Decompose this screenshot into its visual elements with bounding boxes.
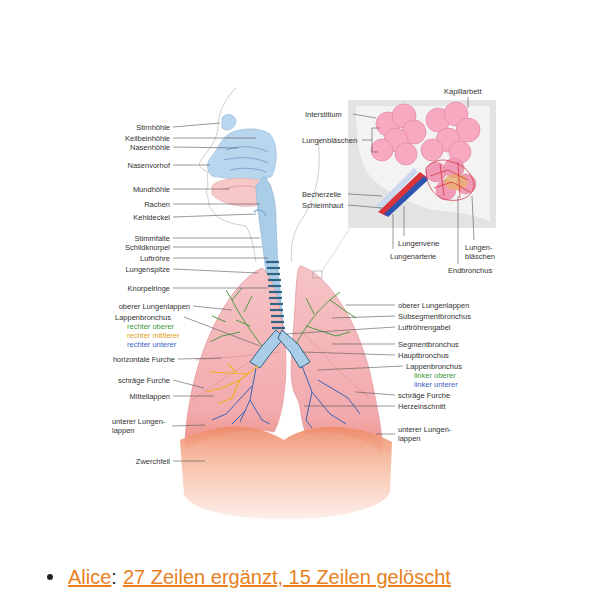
part-label: oberer Lungenlappen: [119, 302, 190, 311]
diff-link: 27 Zeilen ergänzt, 15 Zeilen gelöscht: [123, 565, 451, 589]
part-label: Lungenbläschen: [302, 136, 357, 145]
part-label: Nasenvorhof: [127, 161, 170, 170]
legend-like-label: linker oberer: [414, 371, 456, 380]
part-label: Endbronchus: [448, 266, 492, 275]
part-label: Lappenbronchus: [406, 362, 462, 371]
part-label: Mundhöhle: [133, 185, 170, 194]
separator: :: [111, 565, 117, 589]
author-link: Alice: [68, 565, 111, 589]
part-label: Lappenbronchus: [115, 313, 171, 322]
part-label: Schleimhaut: [302, 201, 343, 210]
part-label: horizontale Furche: [113, 355, 175, 364]
part-label: Hauptbronchus: [398, 351, 449, 360]
bullet: [47, 574, 53, 580]
part-label: Lungenspitze: [125, 265, 170, 274]
part-label: unterer Lungen- lappen: [112, 417, 174, 435]
part-label: Rachen: [144, 200, 170, 209]
part-label: Lungen- bläschen: [465, 243, 501, 261]
part-label: Kehldeckel: [133, 213, 170, 222]
part-label: Keilbeinhöhle: [125, 134, 170, 143]
part-label: Interstitium: [305, 110, 342, 119]
part-label: Becherzelle: [302, 190, 341, 199]
part-label: Lungenvene: [398, 239, 439, 248]
part-label: Herzeinschnitt: [398, 402, 446, 411]
part-label: Zwerchfell: [136, 457, 170, 466]
part-label: schräge Furche: [118, 376, 170, 385]
part-label: Schildknorpel: [125, 243, 170, 252]
part-label: Segmentbronchus: [398, 340, 459, 349]
part-label: Lungenarterie: [390, 252, 436, 261]
legend-like-label: rechter mittlerer: [127, 331, 180, 340]
part-label: Luftröhrengabel: [398, 323, 451, 332]
part-label: Knorpelringe: [127, 284, 170, 293]
part-label: oberer Lungenlappen: [398, 301, 469, 310]
legend-like-label: rechter oberer: [127, 322, 174, 331]
part-label: Stimmfalte: [135, 234, 170, 243]
part-label: schräge Furche: [398, 391, 450, 400]
part-label: Stirnhöhle: [136, 123, 170, 132]
part-label: Kapillarbett: [444, 87, 482, 96]
part-label: Nasenhöhle: [130, 143, 170, 152]
part-label: Subsegmentbronchus: [398, 312, 471, 321]
part-label: Mittellappen: [130, 392, 170, 401]
part-label: Luftröhre: [140, 254, 170, 263]
legend-like-label: rechter unterer: [127, 340, 176, 349]
legend-like-label: linker unterer: [414, 380, 458, 389]
part-label: unterer Lungen- lappen: [398, 425, 460, 443]
